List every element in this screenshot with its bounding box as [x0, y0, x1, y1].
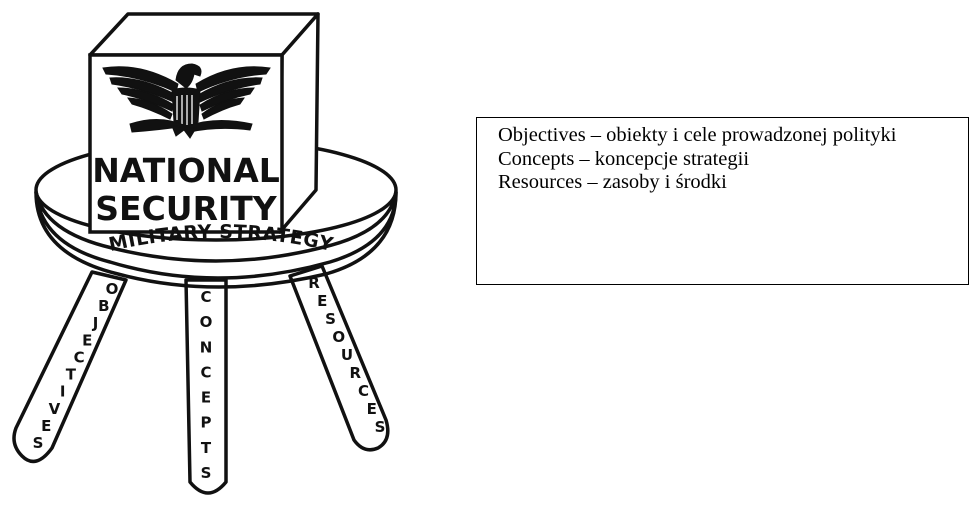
leg-label-letter: B [98, 297, 109, 315]
leg-label-letter: U [341, 346, 353, 364]
leg-label-letter: I [60, 383, 66, 401]
leg-label-letter: C [200, 363, 211, 381]
leg-label-letter: R [350, 364, 362, 382]
leg-label-letter: S [325, 310, 336, 328]
leg-label-letter: O [332, 328, 345, 346]
leg-label-letter: S [375, 418, 386, 436]
legend-box: Objectives – obiekty i cele prowadzonej … [476, 117, 969, 285]
eagle-emblem-icon [102, 63, 271, 139]
leg-label-letter: E [82, 331, 92, 349]
leg-label-letter: R [308, 274, 320, 292]
leg-label-letter: J [92, 314, 99, 332]
legend-line-concepts: Concepts – koncepcje strategii [498, 147, 750, 170]
leg-label-letter: C [74, 348, 85, 366]
stool-leg-objectives [12, 270, 128, 464]
leg-label-letter: C [358, 382, 369, 400]
stool-leg-concepts [184, 278, 228, 495]
leg-label-letter: S [201, 464, 212, 482]
leg-label-letter: T [201, 439, 212, 457]
leg-label-letter: V [49, 400, 61, 418]
leg-label-letter: E [317, 292, 327, 310]
leg-label-letter: S [33, 434, 44, 452]
leg-label-letter: C [200, 288, 211, 306]
leg-label-letter: E [41, 417, 51, 435]
legend-line-resources: Resources – zasoby i środki [498, 171, 727, 193]
leg-label-letter: O [200, 313, 213, 331]
leg-label-letter: N [200, 338, 213, 356]
stool-leg-resources [288, 264, 390, 452]
leg-label-letter: T [66, 366, 77, 384]
leg-label-letter: P [201, 414, 212, 432]
leg-label-letter: E [367, 400, 377, 418]
box-label-security: SECURITY [95, 189, 278, 228]
leg-label-letter: O [106, 280, 119, 298]
legend-line-objectives: Objectives – obiekty i cele prowadzonej … [498, 124, 897, 146]
leg-label-letter: E [201, 389, 211, 407]
box-label-national: NATIONAL [92, 151, 280, 190]
